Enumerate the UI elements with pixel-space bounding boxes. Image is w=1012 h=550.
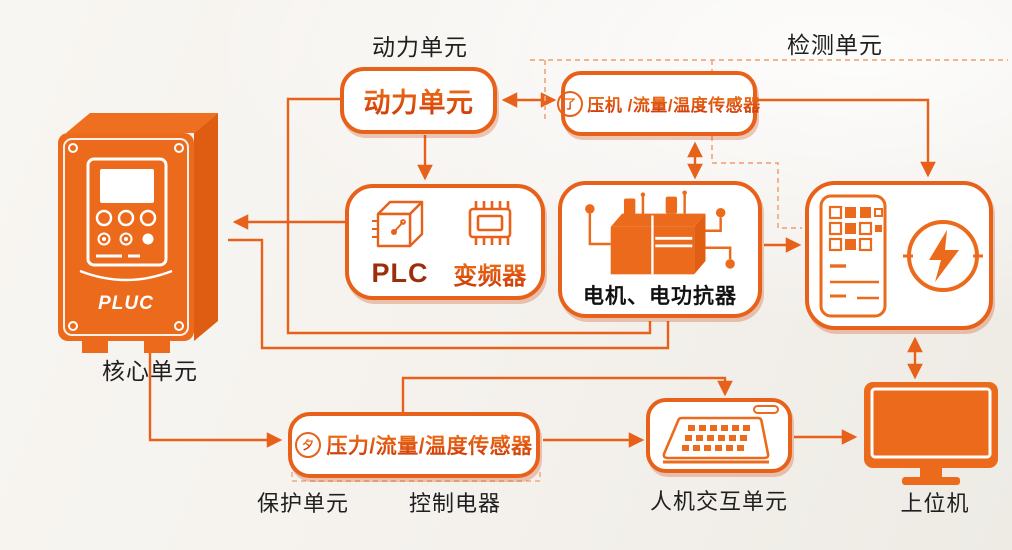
plc-cube-icon <box>372 200 424 248</box>
arrow-core-to-protsensor <box>148 347 283 448</box>
power-bolt-icon <box>903 219 983 292</box>
arrow-protsensor-to-hmi-top <box>401 376 733 412</box>
hmi-unit-caption: 人机交互单元 <box>649 489 788 514</box>
panel-display-icon <box>819 194 887 317</box>
motor-reactor-icon <box>585 190 735 275</box>
power-unit-box-label: 动力单元 <box>364 81 474 120</box>
device-logo: PLUC <box>98 293 154 314</box>
dashed-detection-to-meter <box>711 136 802 229</box>
control-device-caption: 控制电器 <box>408 491 501 516</box>
host-computer-caption: 上位机 <box>900 491 970 516</box>
monitor-icon <box>864 382 998 485</box>
motor-box: 电机、电功抗器 <box>558 181 762 318</box>
power-unit-box: 动力单元 <box>340 67 497 134</box>
protection-sensor-label: 压力/流量/温度传感器 <box>326 430 532 460</box>
meter-box <box>805 181 993 330</box>
plc-label: PLC <box>371 258 429 288</box>
dashed-protection-underline <box>291 472 541 482</box>
line-powerunit-to-motor <box>286 97 652 335</box>
protection-sensor-box: 夕 压力/流量/温度传感器 <box>288 412 540 478</box>
protection-unit-caption: 保护单元 <box>256 491 349 516</box>
arrow-detsensor-to-meter <box>757 98 936 178</box>
detection-sensor-box: 了 压机 /流量/温度传感器 <box>557 71 760 136</box>
host-computer <box>862 380 1002 486</box>
detection-unit-caption: 检测单元 <box>787 32 883 58</box>
vfd-label: 变频器 <box>453 256 527 291</box>
protection-sensor-circle-icon: 夕 <box>295 432 322 458</box>
vfd-chip-icon <box>468 201 512 245</box>
power-unit-caption: 动力单元 <box>372 34 468 60</box>
core-unit-caption: 核心单元 <box>102 358 198 384</box>
line-core-to-motor <box>228 238 670 350</box>
plc-device-icon: PLUC <box>58 113 218 353</box>
motor-label: 电机、电功抗器 <box>583 285 737 308</box>
plc-vfd-box: PLC 变频器 <box>345 184 545 300</box>
hmi-box <box>646 398 792 473</box>
detection-sensor-circle-icon: 了 <box>557 90 584 117</box>
keyboard-icon <box>662 404 779 463</box>
detection-sensor-label: 压机 /流量/温度传感器 <box>587 91 760 116</box>
core-unit-device: PLUC <box>52 103 232 353</box>
